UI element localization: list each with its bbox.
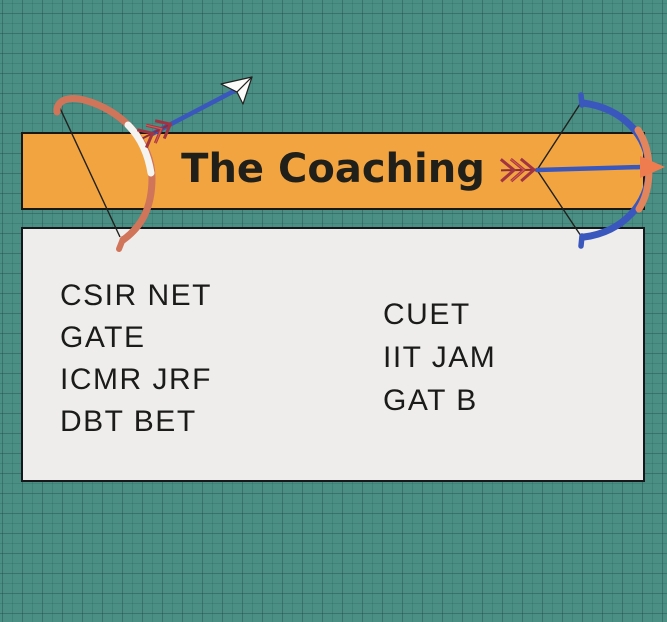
exam-item-icmr-jrf: ICMR JRF xyxy=(60,363,212,396)
exam-list-panel: CSIR NET GATE ICMR JRF DBT BET CUET IIT … xyxy=(21,227,645,482)
title-banner: The Coaching xyxy=(21,132,645,210)
exam-column-left: CSIR NET GATE ICMR JRF DBT BET xyxy=(60,275,212,443)
exam-item-cuet: CUET xyxy=(383,298,471,331)
exam-item-csir-net: CSIR NET xyxy=(60,279,213,312)
right-bow-tip-top xyxy=(578,92,585,108)
left-arrow-shaft xyxy=(149,87,239,137)
exam-column-right: CUET IIT JAM GAT B xyxy=(383,293,496,422)
exam-item-dbt-bet: DBT BET xyxy=(60,405,197,438)
left-arrowhead-icon xyxy=(220,76,253,105)
exam-item-gate: GATE xyxy=(60,321,146,354)
poster-title: The Coaching xyxy=(181,146,485,192)
exam-item-iit-jam: IIT JAM xyxy=(383,341,497,374)
exam-item-gat-b: GAT B xyxy=(383,384,478,417)
